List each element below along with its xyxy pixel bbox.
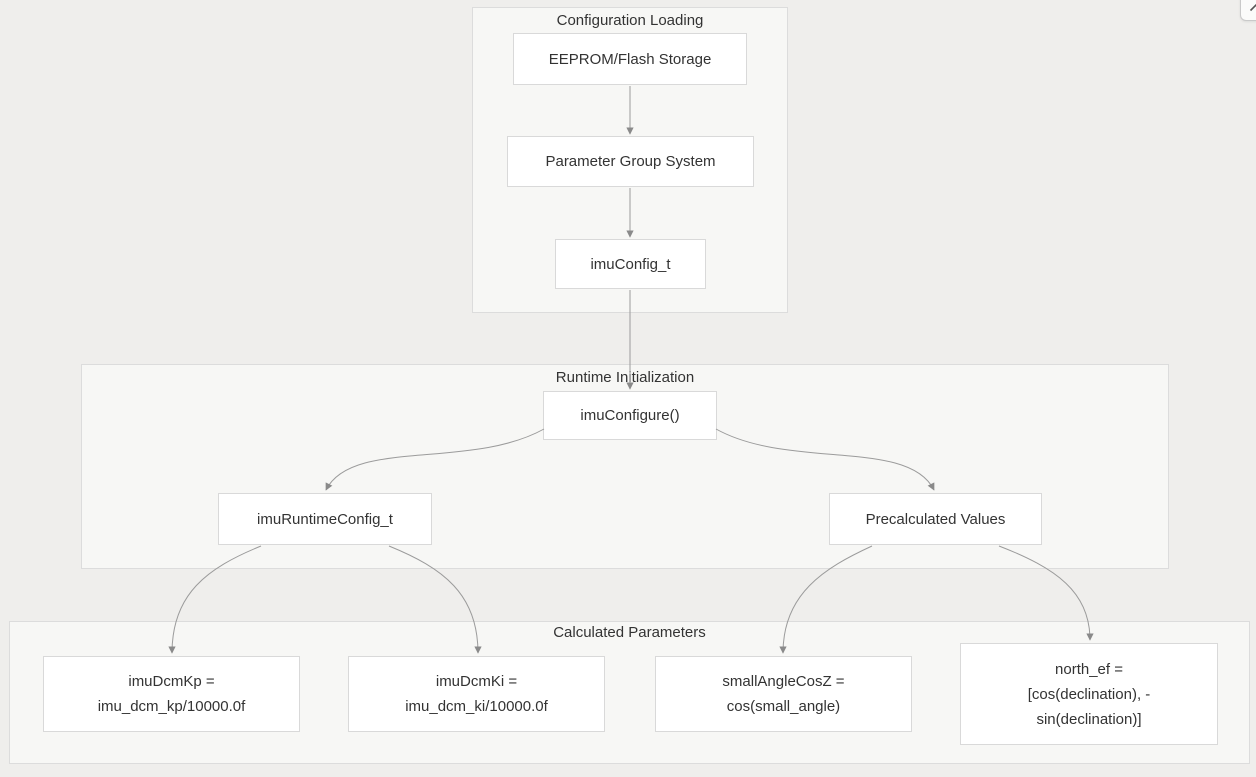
diagram-corner-button[interactable] <box>1240 0 1256 21</box>
node-eeprom-flash-storage: EEPROM/Flash Storage <box>513 33 747 85</box>
node-imuconfigure: imuConfigure() <box>543 391 717 440</box>
node-imudcmki: imuDcmKi = imu_dcm_ki/10000.0f <box>348 656 605 732</box>
diagonal-arrow-icon <box>1249 3 1256 12</box>
node-imuruntimeconfig-t: imuRuntimeConfig_t <box>218 493 432 545</box>
node-imudcmkp: imuDcmKp = imu_dcm_kp/10000.0f <box>43 656 300 732</box>
node-precalculated-values: Precalculated Values <box>829 493 1042 545</box>
node-parameter-group-system: Parameter Group System <box>507 136 754 187</box>
node-imuconfig-t: imuConfig_t <box>555 239 706 289</box>
node-north-ef: north_ef = [cos(declination), - sin(decl… <box>960 643 1218 745</box>
node-smallanglecosz: smallAngleCosZ = cos(small_angle) <box>655 656 912 732</box>
